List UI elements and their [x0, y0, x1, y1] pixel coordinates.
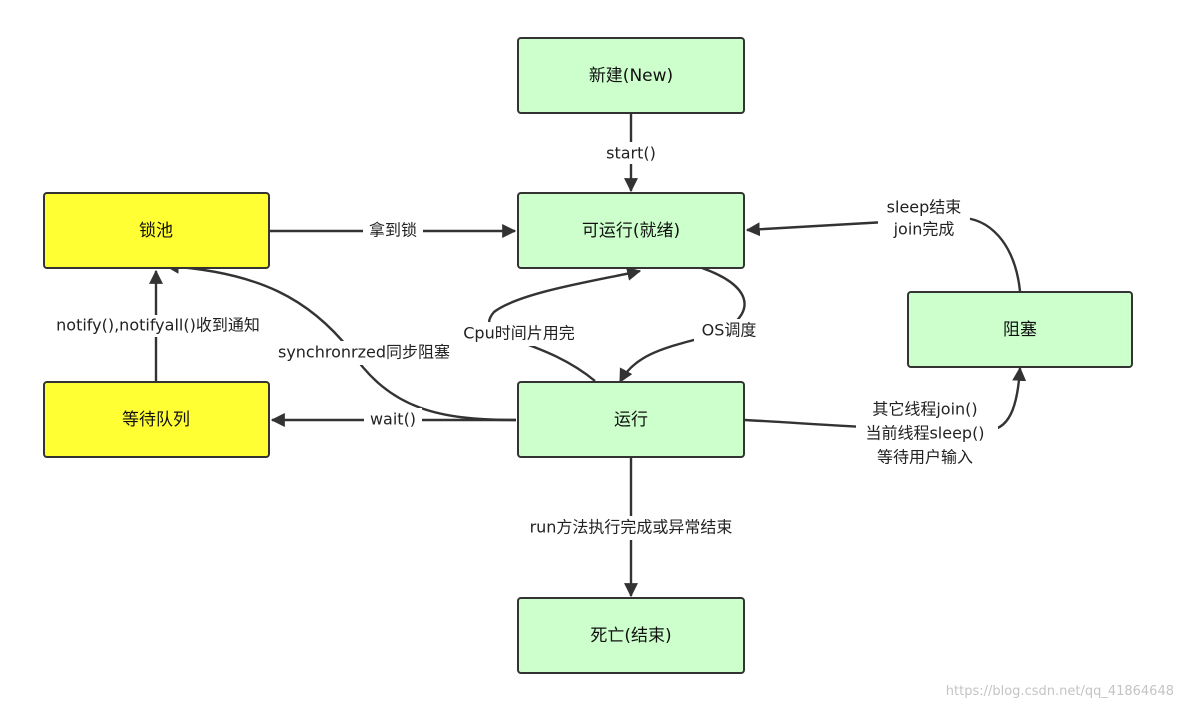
label-os-schedule: OS调度	[702, 321, 757, 340]
node-blocked: 阻塞	[907, 291, 1133, 368]
label-to-blocked-1: 其它线程join()	[872, 400, 977, 419]
label-to-blocked-3: 等待用户输入	[877, 448, 973, 467]
node-running-label: 运行	[614, 410, 648, 430]
label-to-blocked-2: 当前线程sleep()	[865, 424, 984, 443]
node-new: 新建(New)	[517, 37, 745, 114]
node-runnable: 可运行(就绪)	[517, 192, 745, 269]
node-lock-pool-label: 锁池	[139, 221, 173, 241]
node-wait-queue-label: 等待队列	[122, 410, 190, 430]
node-new-label: 新建(New)	[589, 66, 673, 86]
node-blocked-label: 阻塞	[1003, 320, 1037, 340]
node-wait-queue: 等待队列	[43, 381, 270, 458]
node-dead: 死亡(结束)	[517, 597, 745, 674]
label-sleep-end-1: sleep结束	[887, 198, 962, 217]
label-sleep-end-2: join完成	[893, 220, 955, 239]
label-synchronized: synchronrzed同步阻塞	[278, 343, 450, 362]
node-running: 运行	[517, 381, 745, 458]
watermark-text: https://blog.csdn.net/qq_41864648	[946, 684, 1174, 699]
label-got-lock: 拿到锁	[369, 221, 417, 240]
node-dead-label: 死亡(结束)	[590, 626, 671, 646]
label-cpu-slice: Cpu时间片用完	[463, 324, 574, 343]
label-notify: notify(),notifyall()收到通知	[56, 316, 260, 335]
label-start: start()	[606, 144, 656, 163]
label-wait: wait()	[370, 410, 416, 429]
node-lock-pool: 锁池	[43, 192, 270, 269]
label-run-done: run方法执行完成或异常结束	[530, 518, 733, 537]
edge-cpu-slice	[487, 266, 642, 382]
node-runnable-label: 可运行(就绪)	[582, 221, 680, 241]
